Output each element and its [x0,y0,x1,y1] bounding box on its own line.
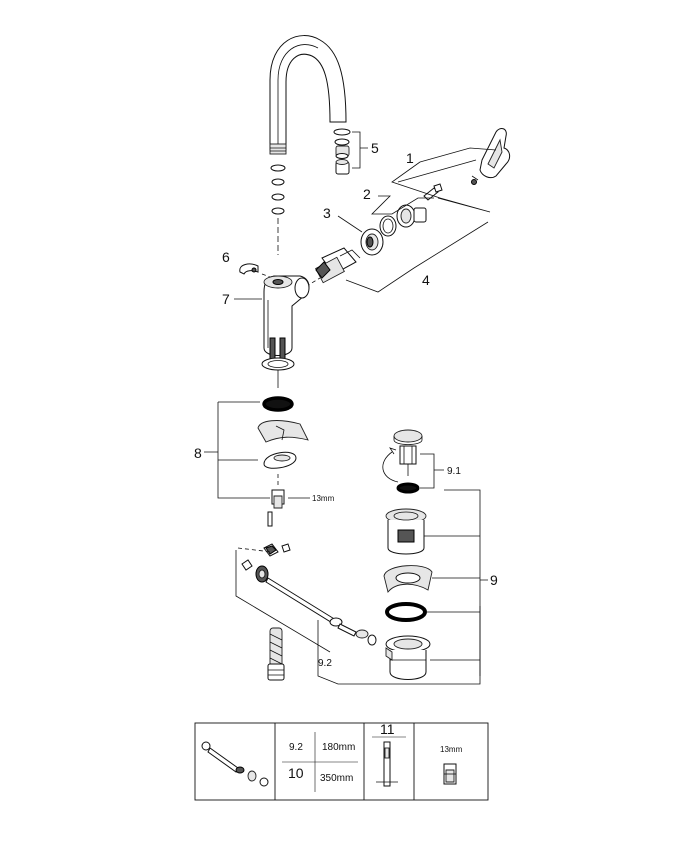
cartridge-cap [379,204,427,237]
callout-9-1-leader [420,453,444,489]
callout-4-leader [345,221,489,293]
callout-9-2: 9.2 [318,658,332,669]
callout-2-leader [371,195,434,215]
pop-up-plug [382,429,423,494]
callout-9-1: 9.1 [447,466,461,477]
table-row1-code: 9.2 [289,742,303,753]
callout-4: 4 [422,272,430,288]
wrench-size-label: 13mm [312,494,335,503]
table-row1-length: 180mm [322,742,355,753]
waste-gasket [383,565,433,593]
callout-3: 3 [323,205,331,221]
callout-1-leader [391,147,497,213]
callout-9: 9 [490,572,498,588]
callout-1: 1 [406,150,414,166]
table-row2-code: 10 [288,765,304,781]
tap-body [261,275,310,388]
spout [269,35,347,155]
callout-9-leader [424,489,488,676]
assembly-tool-icon [376,741,398,787]
aerator-parts [333,128,368,175]
callout-3-leader [337,215,363,233]
waste-body-upper [385,508,427,555]
callout-8: 8 [194,445,202,461]
cartridge-nut [360,228,384,256]
handle-screw [423,183,443,201]
cartridge [299,247,361,291]
callout-8-leader [204,401,270,499]
table-wrench-size: 13mm [440,745,463,754]
wrench-socket-icon [443,763,457,785]
callout-2: 2 [363,186,371,202]
lever-handle [471,128,511,185]
flexible-hose [267,627,285,681]
table-row2-length: 350mm [320,773,353,784]
accessory-table [194,722,489,801]
mounting-set [257,396,309,509]
table-rod-illustration [201,741,269,787]
callout-5: 5 [371,140,379,156]
callout-6: 6 [222,249,230,265]
spout-o-rings [270,164,286,255]
table-tool-id: 11 [380,721,395,737]
callout-7: 7 [222,291,230,307]
waste-body-lower [385,635,431,680]
pop-up-rod-assembly [237,511,377,646]
waste-o-ring [385,602,427,622]
